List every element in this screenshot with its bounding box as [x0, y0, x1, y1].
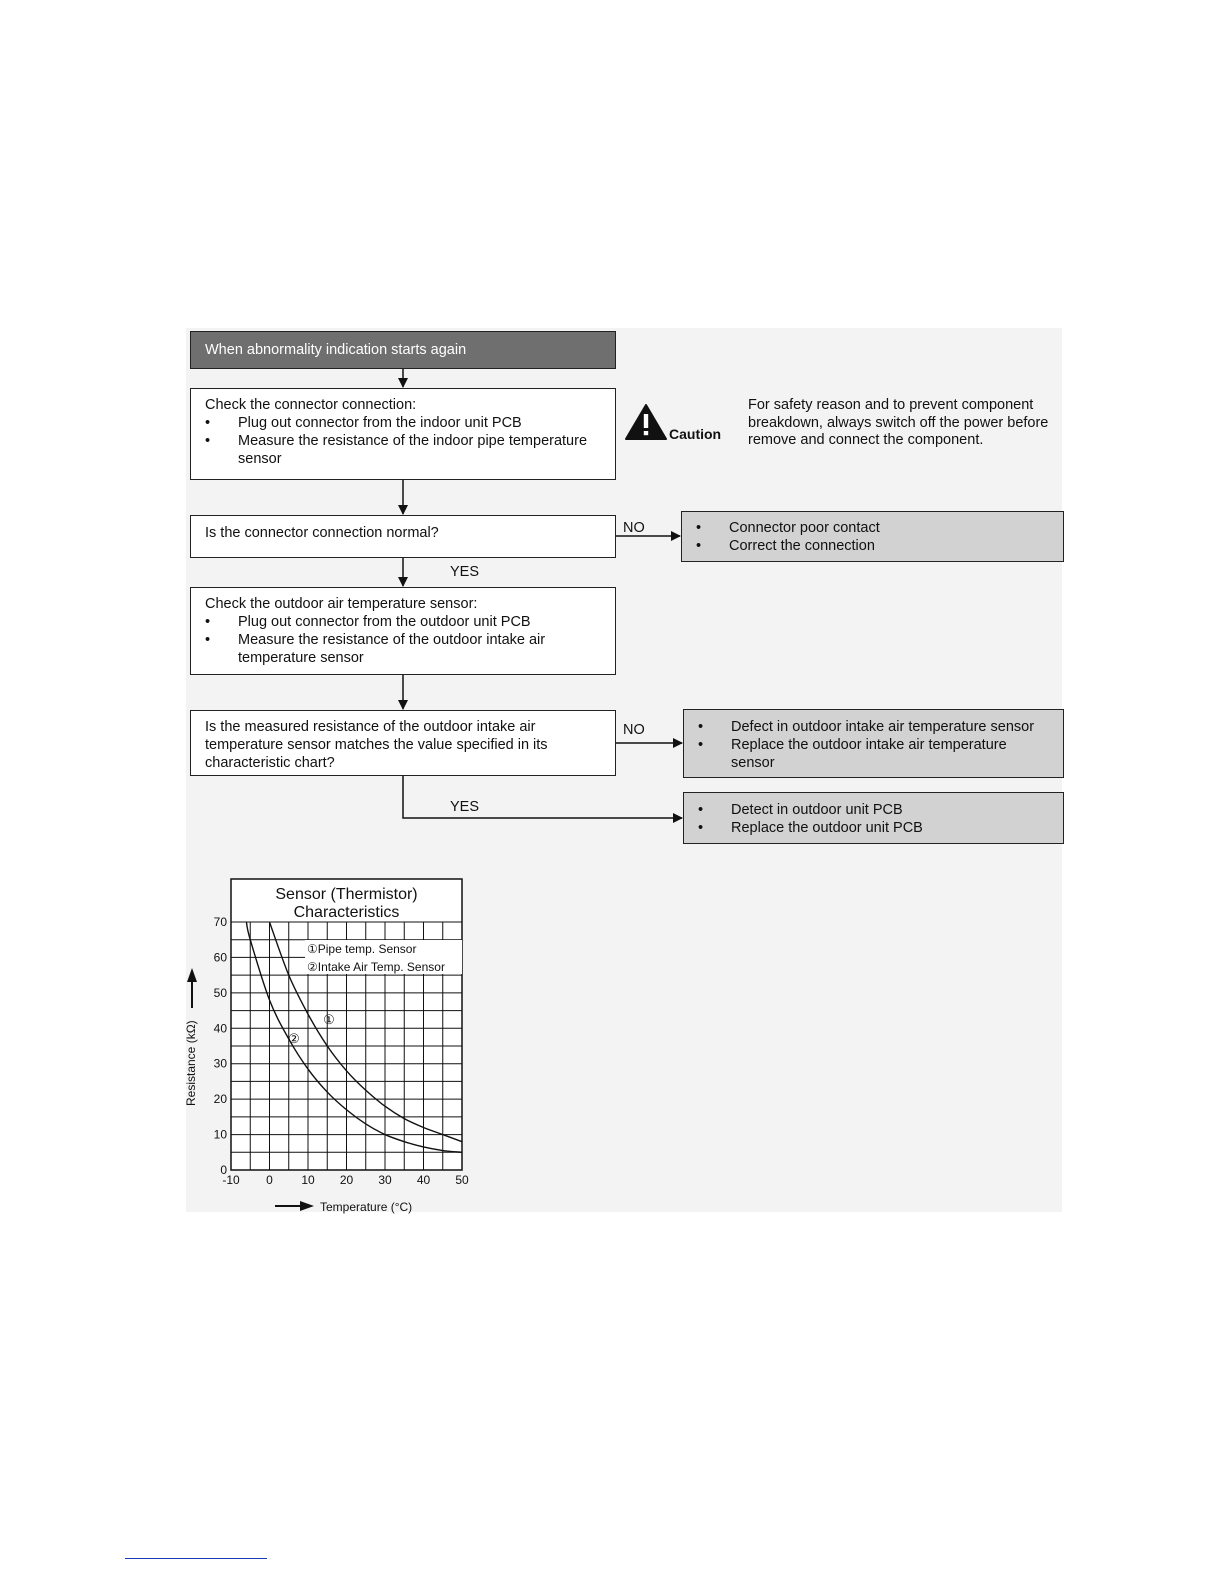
y-tick-label: 10 — [214, 1128, 228, 1142]
y-axis-label: Resistance (kΩ) — [184, 1020, 198, 1106]
footer-rule — [125, 1558, 267, 1559]
decision2-yes-label: YES — [450, 799, 480, 815]
legend-entry: ②Intake Air Temp. Sensor — [307, 960, 445, 974]
x-axis-label: Temperature (°C) — [320, 1200, 412, 1214]
step2-bullet: Measure the resistance of the outdoor in… — [205, 631, 601, 667]
decision1-box: Is the connector connection normal? — [190, 515, 616, 558]
y-tick-label: 60 — [214, 950, 228, 964]
x-tick-label: 30 — [378, 1173, 392, 1187]
caution-icon — [625, 404, 667, 440]
legend-background — [305, 940, 462, 974]
y-tick-label: 50 — [214, 986, 228, 1000]
start-text: When abnormality indication starts again — [205, 342, 467, 358]
decision2-no-label: NO — [623, 722, 645, 738]
step2-title: Check the outdoor air temperature sensor… — [205, 596, 478, 612]
caution-label: Caution — [669, 426, 722, 442]
caution-text: For safety reason and to prevent compone… — [748, 397, 1049, 448]
decision1-question: Is the connector connection normal? — [205, 525, 439, 541]
result-bullet: Defect in outdoor intake air temperature… — [698, 718, 1049, 736]
step2-box: Check the outdoor air temperature sensor… — [190, 587, 616, 675]
x-tick-label: -10 — [222, 1173, 240, 1187]
legend-entry: ①Pipe temp. Sensor — [307, 942, 416, 956]
chart-title-line: Characteristics — [294, 904, 400, 921]
decision1-no-label: NO — [623, 520, 645, 536]
result-bullet: Detect in outdoor unit PCB — [698, 801, 1049, 819]
step1-bullet: Plug out connector from the indoor unit … — [205, 414, 601, 432]
y-tick-label: 40 — [214, 1021, 228, 1035]
chart-title: Sensor (Thermistor)Characteristics — [275, 886, 417, 921]
arrow-decision2-yes — [402, 776, 683, 823]
decision2-yes-result: Detect in outdoor unit PCB Replace the o… — [683, 792, 1064, 844]
decision2-box: Is the measured resistance of the outdoo… — [190, 710, 616, 776]
y-tick-label: 30 — [214, 1057, 228, 1071]
x-tick-label: 50 — [455, 1173, 469, 1187]
series-line — [245, 921, 463, 1153]
result-bullet: Correct the connection — [696, 537, 1049, 555]
chart-title-line: Sensor (Thermistor) — [275, 886, 417, 903]
decision1-no-result: Connector poor contact Correct the conne… — [681, 511, 1064, 562]
decision2-no-result: Defect in outdoor intake air temperature… — [683, 709, 1064, 778]
start-box: When abnormality indication starts again — [190, 331, 616, 369]
x-tick-label: 40 — [417, 1173, 431, 1187]
series-line — [268, 921, 463, 1143]
decision1-yes-label: YES — [450, 564, 480, 580]
step1-box: Check the connector connection: Plug out… — [190, 388, 616, 480]
result-bullet: Replace the outdoor unit PCB — [698, 819, 1049, 837]
x-tick-label: 10 — [301, 1173, 315, 1187]
result-bullet: Connector poor contact — [696, 519, 1049, 537]
step1-bullet: Measure the resistance of the indoor pip… — [205, 432, 601, 468]
decision2-question: Is the measured resistance of the outdoo… — [205, 719, 548, 771]
x-tick-label: 20 — [340, 1173, 354, 1187]
step2-bullet: Plug out connector from the outdoor unit… — [205, 613, 601, 631]
series-marker-2: ② — [288, 1031, 300, 1046]
y-axis-arrow-head — [187, 968, 197, 982]
y-tick-label: 20 — [214, 1092, 228, 1106]
x-tick-label: 0 — [266, 1173, 273, 1187]
x-axis-arrow-head — [300, 1201, 314, 1211]
step1-title: Check the connector connection: — [205, 397, 417, 413]
y-tick-label: 70 — [214, 915, 228, 929]
result-bullet: Replace the outdoor intake air temperatu… — [698, 736, 1049, 772]
y-tick-label: 0 — [220, 1163, 227, 1177]
series-marker-1: ① — [323, 1012, 335, 1027]
